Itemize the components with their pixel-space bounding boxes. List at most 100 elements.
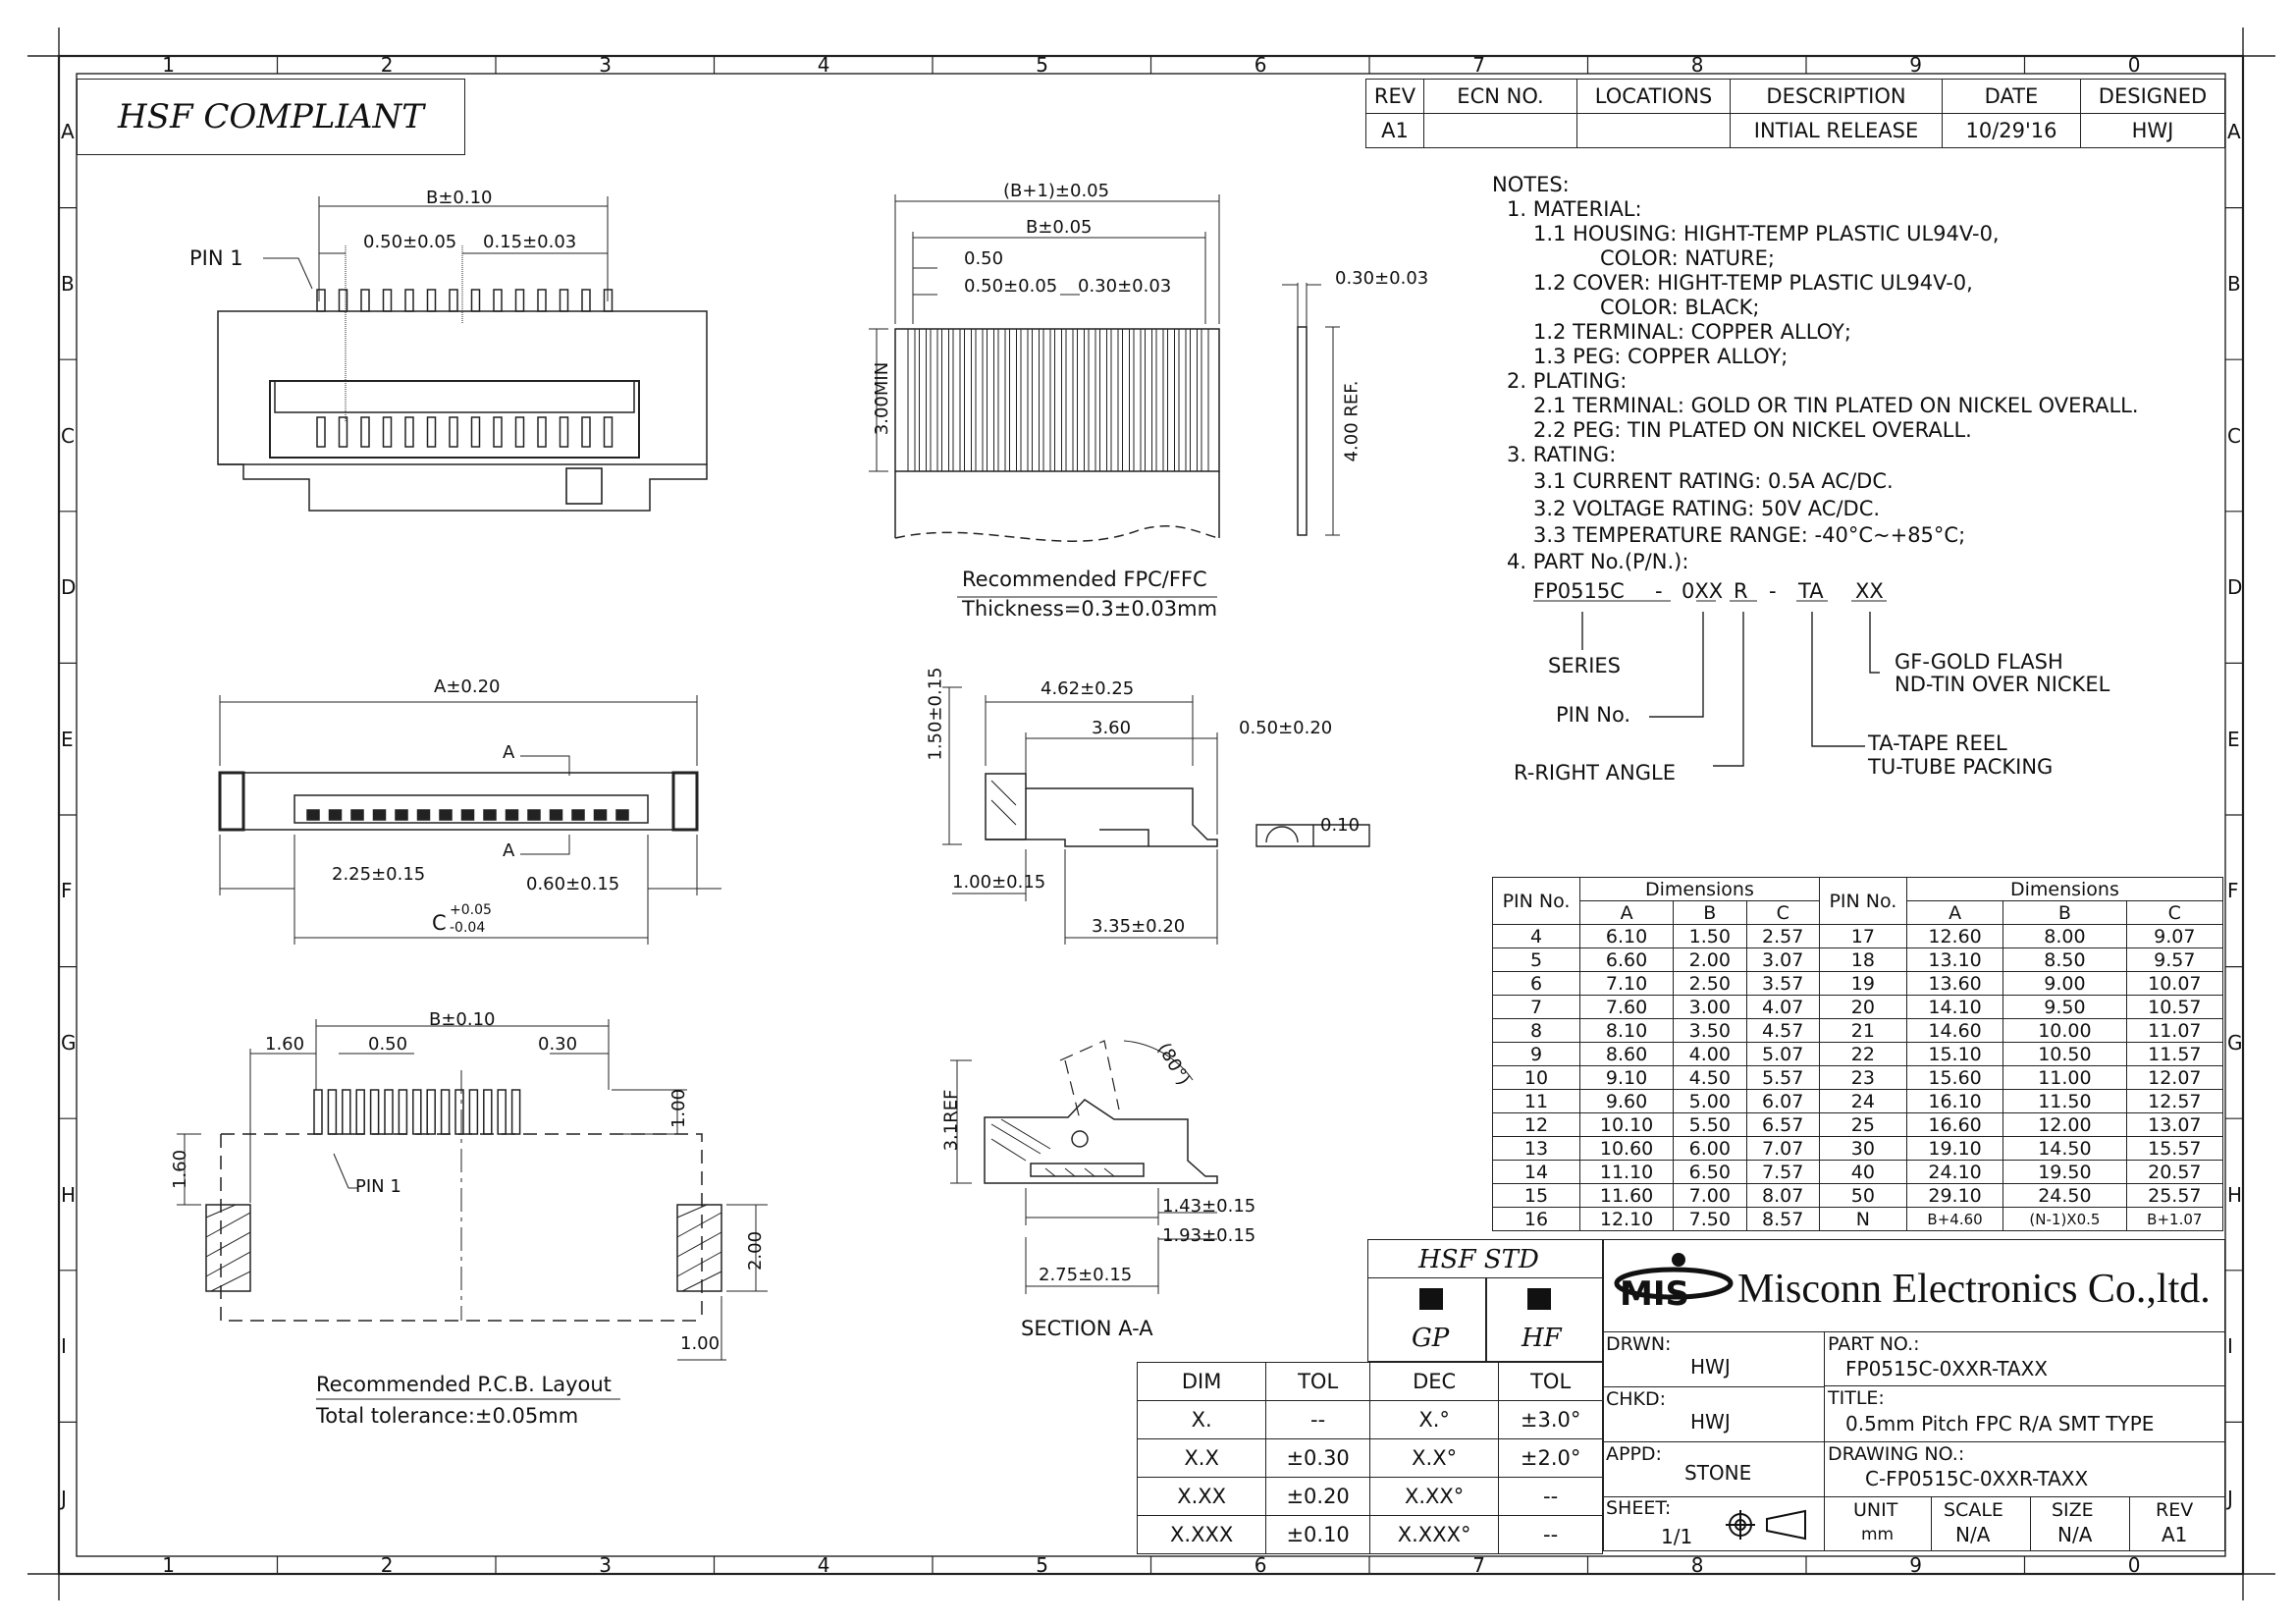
notes-title: NOTES: [1492,173,1570,196]
pcb-pad [313,1089,323,1135]
table-cell: 24.10 [1905,1160,2004,1184]
hsf-std-divider [1485,1277,1487,1362]
table-cell: 4.07 [1745,995,1820,1019]
fpc-contact [1145,329,1152,471]
fpc-contact [1110,329,1119,471]
dim-label: 0.50±0.20 [1239,718,1333,738]
note-line: 1.2 TERMINAL: COPPER ALLOY; [1533,320,1851,344]
plating-label: GF-GOLD FLASH [1895,650,2063,674]
pcb-pad [412,1089,422,1135]
dim-label: 4.00 REF. [1341,380,1362,462]
grid-col-label: 2 [380,1553,394,1577]
table-cell: 7 [1492,995,1580,1019]
dim-label: C [432,911,447,935]
table-cell: 29.10 [1905,1183,2004,1208]
table-cell: 11.50 [2002,1089,2127,1113]
table-cell: X.XXX [1136,1515,1267,1554]
grid-col-label: 0 [2127,1553,2141,1577]
revision-table: REV ECN NO. LOCATIONS DESCRIPTION DATE D… [1365,79,2225,148]
fpc-contact [1020,329,1029,471]
dim-label: 0.50 [368,1034,408,1055]
table-cell: 25.57 [2125,1183,2224,1208]
table-cell: 9.57 [2125,947,2224,972]
fpc-contact [1133,329,1142,471]
table-cell: 12.00 [2002,1112,2127,1137]
rev-cell [2129,1496,2225,1551]
code-dash: - [1655,579,1663,603]
table-cell: 10.50 [2002,1042,2127,1066]
part-label: PART NO.: [1828,1333,1920,1355]
fpc-contact [997,329,1006,471]
fpc-contact [1065,329,1074,471]
scale-value: N/A [1955,1523,1991,1546]
fpc-caption: Thickness=0.3±0.03mm [962,597,1218,621]
fpc-contact [1178,329,1187,471]
size-label: SIZE [2052,1499,2094,1521]
pin-no-header: PIN No. [1818,877,1907,925]
top-pin-lower [470,416,481,448]
table-cell: 11 [1492,1089,1580,1113]
note-line: 1. MATERIAL: [1507,197,1642,221]
front-pin [615,809,629,821]
table-cell: X.X [1136,1438,1267,1478]
table-cell: 3.50 [1673,1018,1747,1043]
grid-col-label: 1 [162,53,175,77]
table-cell: 9.10 [1578,1065,1675,1090]
description-header: DESCRIPTION [1730,79,1943,114]
designed-header: DESIGNED [2080,79,2225,114]
table-cell: 40 [1818,1160,1907,1184]
sheet-value: 1/1 [1661,1525,1693,1548]
size-value: N/A [2057,1523,2093,1546]
table-cell: 7.10 [1578,971,1675,996]
code-dash: - [1769,579,1777,603]
top-pin-lower [559,416,569,448]
pcb-pad [355,1089,365,1135]
top-pin [449,289,458,312]
dim-label: B±0.05 [1026,217,1093,238]
side-view-drawing [942,686,1370,945]
table-cell: 12.07 [2125,1065,2224,1090]
code-plating: XX [1855,579,1884,603]
note-line: 1.2 COVER: HIGHT-TEMP PLASTIC UL94V-0, [1533,271,1973,295]
table-cell: 7.50 [1673,1207,1747,1231]
table-cell: 16 [1492,1207,1580,1231]
table-cell: 22 [1818,1042,1907,1066]
dim-label: 2.75±0.15 [1039,1265,1133,1285]
hf-label: HF [1522,1324,1562,1353]
right-angle-label: R-RIGHT ANGLE [1514,761,1676,785]
top-pin-lower [537,416,547,448]
note-line: 1.3 PEG: COPPER ALLOY; [1533,345,1789,368]
top-pin-lower [493,416,503,448]
table-cell: X. [1136,1400,1267,1439]
table-cell: 8.60 [1578,1042,1675,1066]
table-cell: 19.50 [2002,1160,2127,1184]
dim-label: 0.15±0.03 [483,232,577,252]
dim-label: 0.30 [538,1034,578,1055]
table-cell: 10.57 [2125,995,2224,1019]
section-mark: A [503,840,515,861]
dim-label: B±0.10 [426,188,493,208]
front-pin [372,809,387,821]
top-pin [493,289,503,312]
tol-header: DEC [1368,1362,1500,1401]
pcb-pad [468,1089,479,1135]
table-cell: 7.07 [1745,1136,1820,1161]
top-pin [316,289,326,312]
table-cell: 5 [1492,947,1580,972]
top-pin-lower [404,416,414,448]
table-cell: 1.50 [1673,924,1747,948]
grid-row-label: D [61,575,77,600]
fpc-contact [987,329,994,471]
appd-label: APPD: [1606,1443,1662,1465]
note-line: COLOR: NATURE; [1600,246,1775,270]
grid-col-label: 9 [1909,1553,1922,1577]
table-cell: -- [1265,1400,1370,1439]
grid-col-label: 4 [817,53,830,77]
company-name: Misconn Electronics Co.,ltd. [1737,1267,2211,1312]
grid-col-label: 3 [599,1553,612,1577]
pcb-caption: Total tolerance:±0.05mm [316,1404,579,1428]
